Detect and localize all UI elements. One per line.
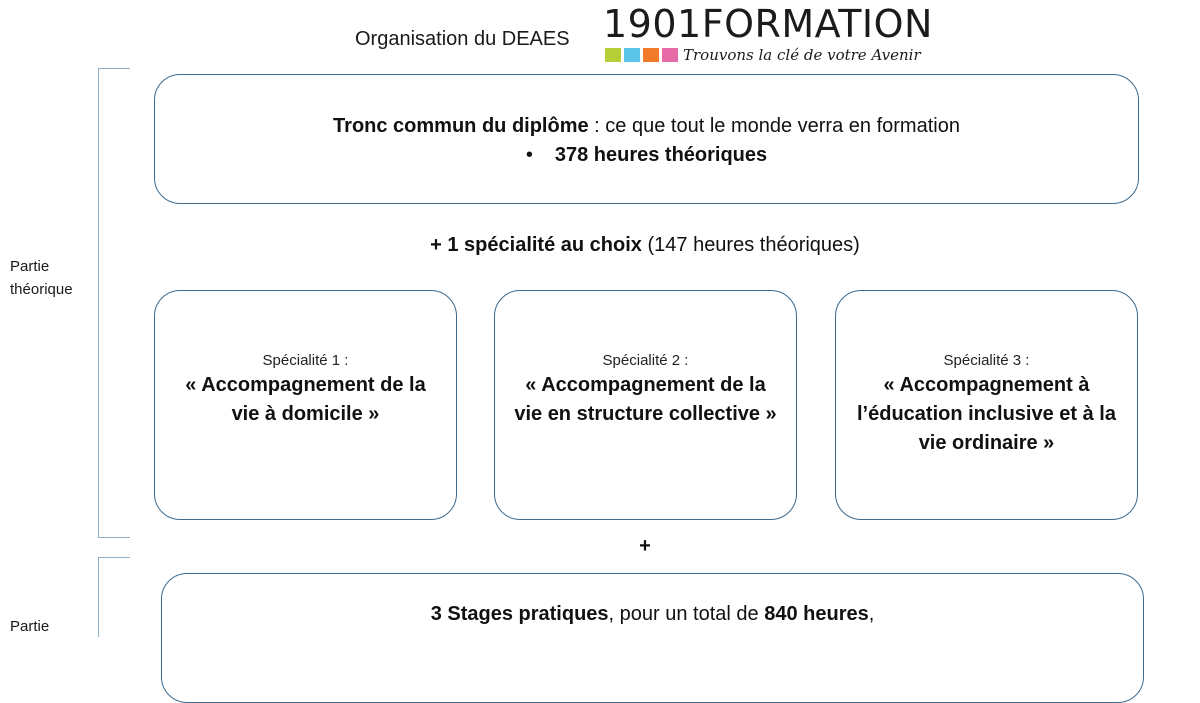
- practical-stages-box: 3 Stages pratiques, pour un total de 840…: [161, 573, 1144, 703]
- core-curriculum-box: Tronc commun du diplôme : ce que tout le…: [154, 74, 1139, 204]
- stages-bold-count: 3 Stages pratiques: [430, 603, 609, 625]
- choice-bold: + 1 spécialité au choix: [430, 234, 642, 256]
- theory-bracket: [98, 68, 130, 538]
- speciality-1-title: « Accompagnement de la vie à domicile »: [185, 374, 426, 425]
- speciality-1-label: Spécialité 1 :: [262, 352, 349, 369]
- practice-bracket: [98, 557, 130, 637]
- speciality-1-box: Spécialité 1 : « Accompagnement de la vi…: [154, 290, 457, 520]
- speciality-2-box: Spécialité 2 : « Accompagnement de la vi…: [494, 290, 797, 520]
- logo-square-blue: [624, 48, 640, 62]
- core-title-bold: Tronc commun du diplôme: [333, 115, 589, 137]
- stages-text-2: ,: [868, 603, 875, 625]
- logo-color-squares: [605, 48, 678, 62]
- speciality-2-title: « Accompagnement de la vie en structure …: [514, 374, 777, 425]
- speciality-2-label: Spécialité 2 :: [602, 352, 689, 369]
- core-hours: 378 heures théoriques: [554, 144, 768, 166]
- plus-sign: +: [639, 535, 651, 557]
- speciality-3-label: Spécialité 3 :: [943, 352, 1030, 369]
- page-title: Organisation du DEAES: [355, 28, 570, 50]
- choice-rest: (147 heures théoriques): [641, 234, 860, 256]
- logo-wordmark: 1901FORMATION: [603, 2, 933, 46]
- core-hours-line: • 378 heures théoriques: [155, 140, 1138, 170]
- logo-square-green: [605, 48, 621, 62]
- stages-text-1: , pour un total de: [608, 603, 765, 625]
- speciality-3-title: « Accompagnement à l’éducation inclusive…: [857, 374, 1116, 454]
- logo-square-orange: [643, 48, 659, 62]
- logo-tagline: Trouvons la clé de votre Avenir: [683, 46, 921, 64]
- practice-section-label: Partie: [10, 618, 50, 635]
- speciality-choice-line: + 1 spécialité au choix (147 heures théo…: [150, 234, 1140, 257]
- core-title-line: Tronc commun du diplôme : ce que tout le…: [155, 112, 1138, 140]
- logo-square-pink: [662, 48, 678, 62]
- stages-line: 3 Stages pratiques, pour un total de 840…: [162, 603, 1143, 626]
- core-title-rest: : ce que tout le monde verra en formatio…: [588, 115, 960, 137]
- speciality-3-box: Spécialité 3 : « Accompagnement à l’éduc…: [835, 290, 1138, 520]
- theory-section-label: Partie théorique: [10, 258, 73, 298]
- stages-bold-hours: 840 heures: [764, 603, 869, 625]
- logo: 1901FORMATION Trouvons la clé de votre A…: [603, 2, 932, 64]
- bullet-icon: •: [525, 144, 533, 166]
